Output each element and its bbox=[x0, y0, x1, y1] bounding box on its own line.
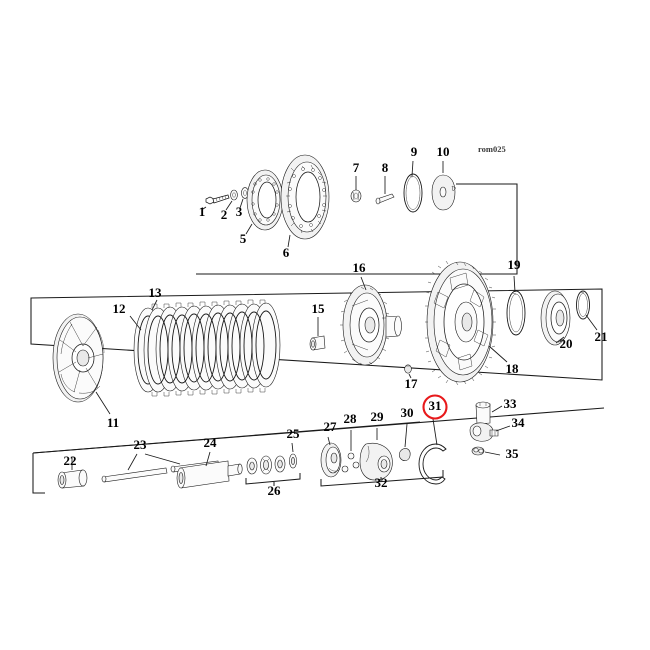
group-top-frame bbox=[196, 183, 518, 275]
callout-label-2: 2 bbox=[221, 207, 228, 222]
callout-label-6: 6 bbox=[283, 245, 290, 260]
callout-label-11: 11 bbox=[107, 415, 119, 430]
callout-label-9: 9 bbox=[411, 144, 418, 159]
part-35-nut bbox=[471, 446, 501, 456]
callout-label-32: 32 bbox=[375, 475, 388, 490]
callout-label-24: 24 bbox=[204, 435, 218, 450]
callout-label-19: 19 bbox=[508, 257, 522, 272]
callout-label-33: 33 bbox=[504, 396, 518, 411]
callout-label-31: 31 bbox=[429, 398, 442, 413]
callout-label-26: 26 bbox=[268, 483, 282, 498]
callout-label-15: 15 bbox=[312, 301, 326, 316]
part-33-bolt bbox=[475, 401, 503, 425]
callout-label-3: 3 bbox=[236, 204, 243, 219]
callout-label-16: 16 bbox=[353, 260, 367, 275]
part-7-nut bbox=[350, 176, 362, 203]
part-5-pressure-plate bbox=[245, 169, 284, 235]
part-17-pin bbox=[404, 364, 412, 379]
part-22-spacer bbox=[57, 457, 88, 489]
part-16-clutch-hub bbox=[340, 276, 402, 366]
part-32-bracket bbox=[320, 470, 444, 487]
callout-label-1: 1 bbox=[199, 204, 206, 219]
highlight-circle-part-31 bbox=[422, 394, 448, 420]
callout-label-18: 18 bbox=[506, 361, 520, 376]
part-34-adjuster bbox=[469, 422, 511, 442]
part-12-13-clutch-plate-stack bbox=[129, 299, 281, 397]
part-26-washer-c bbox=[274, 455, 286, 473]
callout-label-8: 8 bbox=[382, 160, 389, 175]
part-21-retaining-ring bbox=[576, 290, 598, 331]
part-11-clutch-hub-shell bbox=[52, 313, 111, 415]
part-28-balls bbox=[341, 430, 360, 473]
part-10-cam-plate bbox=[431, 161, 457, 211]
part-18-clutch-basket bbox=[425, 260, 508, 386]
part-31-snap-ring bbox=[418, 418, 447, 485]
callout-label-7: 7 bbox=[353, 160, 360, 175]
callout-label-23: 23 bbox=[134, 437, 148, 452]
part-6-clutch-disc bbox=[280, 154, 330, 248]
part-3-lockwasher bbox=[239, 187, 249, 209]
callout-label-10: 10 bbox=[437, 144, 450, 159]
part-1-screw bbox=[202, 194, 230, 210]
callout-label-22: 22 bbox=[64, 453, 77, 468]
part-19-snap-ring bbox=[506, 275, 526, 336]
callout-label-35: 35 bbox=[506, 446, 520, 461]
callout-label-28: 28 bbox=[344, 411, 358, 426]
callout-label-25: 25 bbox=[287, 426, 301, 441]
part-26-washer-a bbox=[246, 457, 258, 475]
callout-label-30: 30 bbox=[401, 405, 414, 420]
callout-label-20: 20 bbox=[560, 336, 573, 351]
group-bottom-frame bbox=[32, 407, 605, 494]
part-25-seal bbox=[289, 453, 297, 469]
callout-label-12: 12 bbox=[113, 301, 126, 316]
part-27-release-plate bbox=[320, 436, 342, 478]
watermark-label: rom025 bbox=[478, 144, 506, 154]
part-24-pushrod-tube bbox=[176, 451, 243, 489]
part-9-retaining-ring bbox=[403, 160, 423, 213]
part-26-bearing-b bbox=[260, 455, 272, 475]
callout-label-29: 29 bbox=[371, 409, 385, 424]
part-15-bushing bbox=[309, 317, 326, 351]
group-middle-frame bbox=[30, 288, 603, 381]
callout-label-17: 17 bbox=[405, 376, 419, 391]
part-20-bearing bbox=[540, 290, 571, 346]
part-2-washer bbox=[225, 189, 238, 211]
part-29-release-ramp bbox=[359, 428, 393, 481]
callout-label-27: 27 bbox=[324, 419, 338, 434]
part-26-bearing-set bbox=[245, 442, 301, 486]
callout-label-13: 13 bbox=[149, 285, 163, 300]
callout-label-5: 5 bbox=[240, 231, 247, 246]
callout-label-34: 34 bbox=[512, 415, 526, 430]
part-30-ball-retainer bbox=[398, 423, 411, 461]
callout-label-21: 21 bbox=[595, 329, 608, 344]
part-8-pin bbox=[375, 176, 395, 205]
